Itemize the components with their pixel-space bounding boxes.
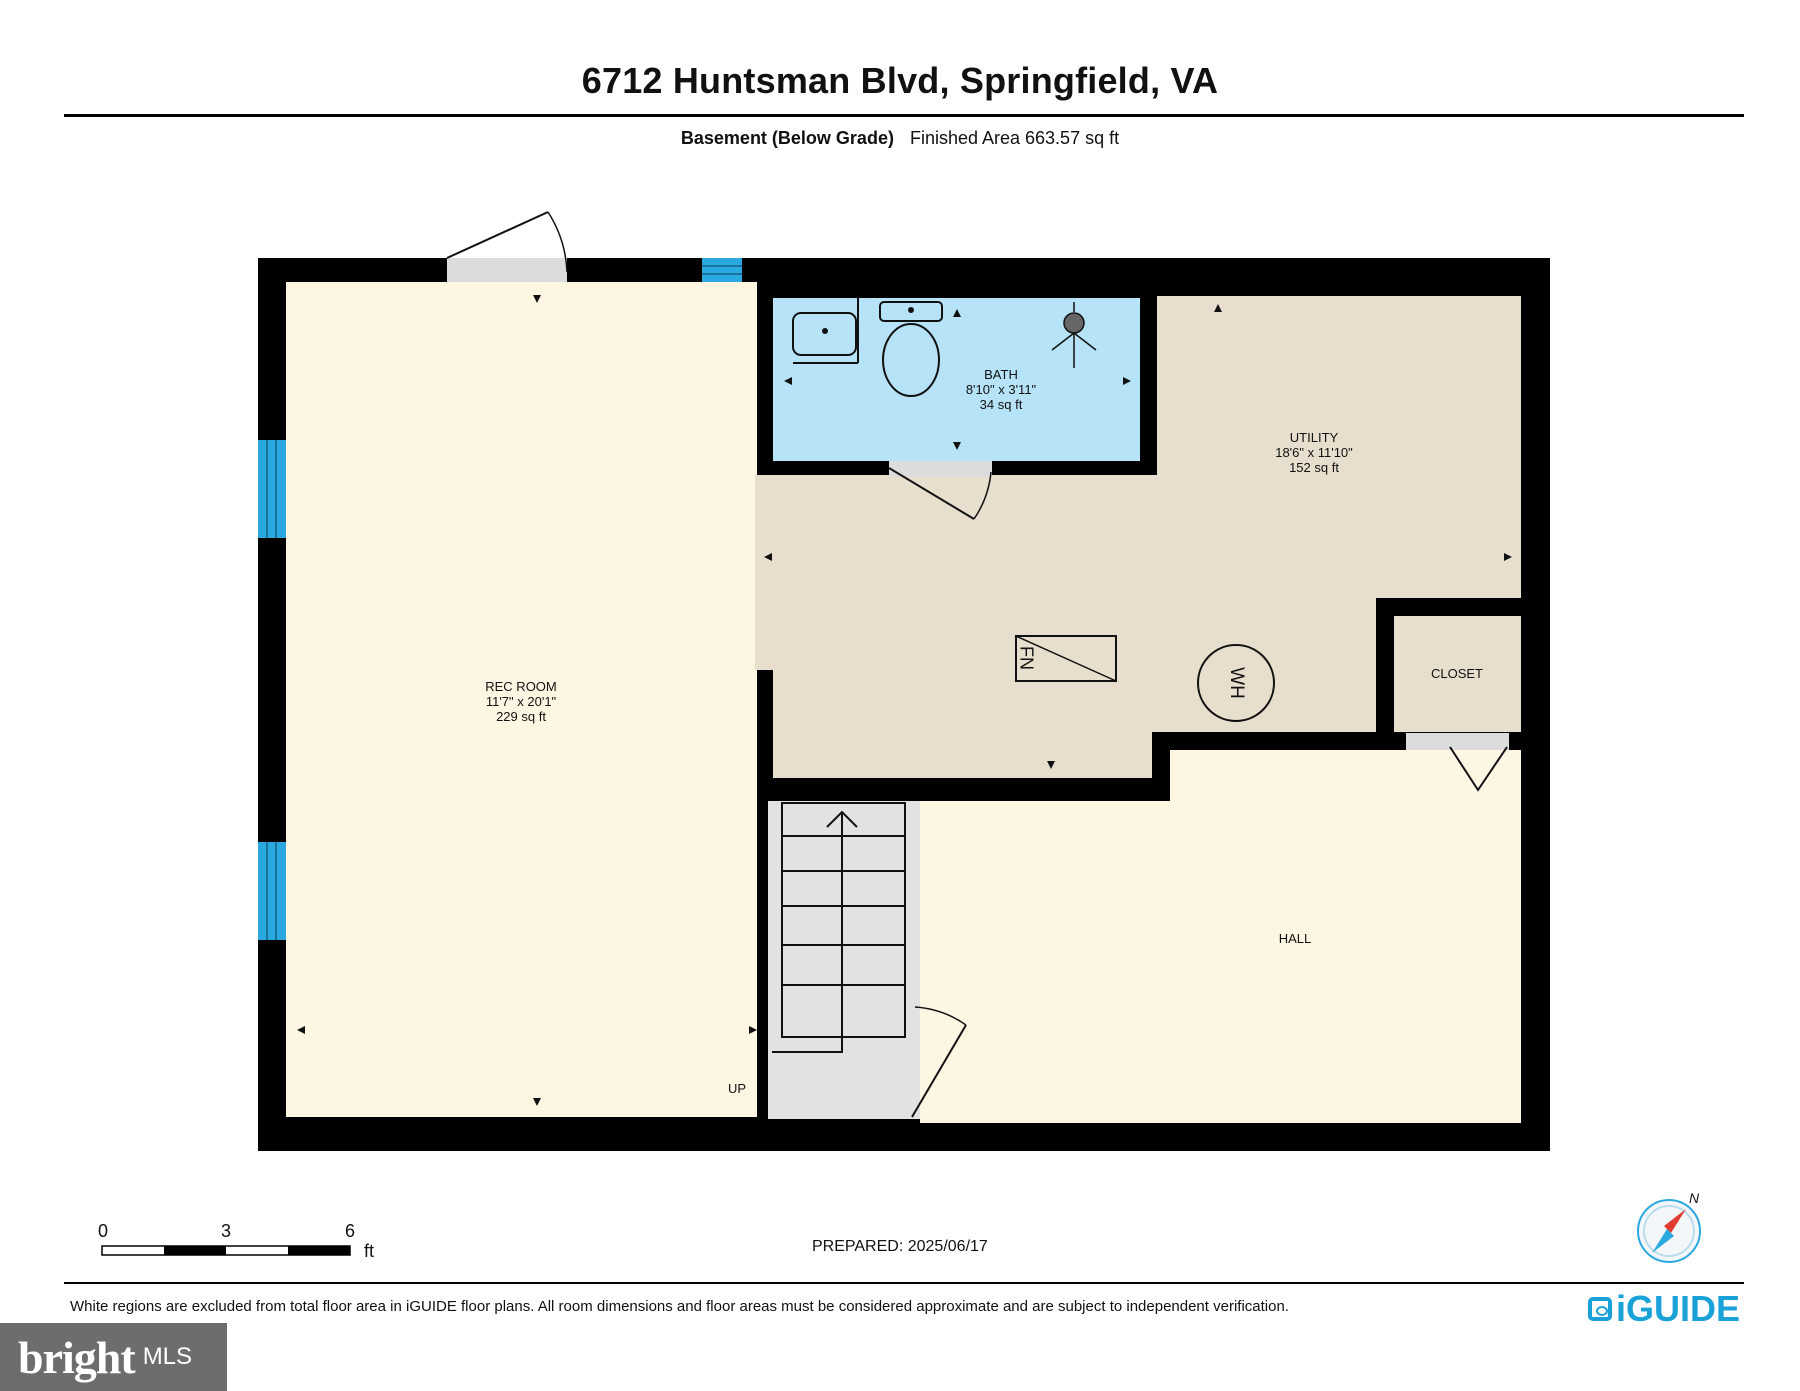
- iguide-logo-icon: [1588, 1297, 1612, 1321]
- page-title: 6712 Huntsman Blvd, Springfield, VA: [581, 60, 1219, 101]
- stair-landing-opening: [768, 1117, 920, 1119]
- svg-text:229 sq ft: 229 sq ft: [496, 709, 546, 724]
- water-heater-label: WH: [1226, 667, 1247, 699]
- svg-text:11'7" x 20'1": 11'7" x 20'1": [486, 694, 557, 709]
- prepared-date: PREPARED: 2025/06/17: [812, 1238, 988, 1255]
- exterior-door-opening: [447, 258, 567, 282]
- bath-label: BATH 8'10" x 3'11" 34 sq ft: [966, 367, 1037, 412]
- disclaimer-text: White regions are excluded from total fl…: [70, 1298, 1289, 1315]
- svg-text:8'10" x 3'11": 8'10" x 3'11": [966, 382, 1037, 397]
- stair-door-leaf: [911, 1024, 967, 1118]
- bath-door-swing: [973, 471, 992, 520]
- utility-label: UTILITY 18'6" x 11'10" 152 sq ft: [1275, 430, 1353, 475]
- svg-text:18'6" x 11'10": 18'6" x 11'10": [1275, 445, 1353, 460]
- window-top-lines: [702, 265, 742, 275]
- closet-floor: [1394, 616, 1521, 732]
- scale-tick-6: 6: [345, 1221, 356, 1241]
- hall-label: HALL: [1279, 931, 1312, 946]
- utility-opening: [755, 475, 775, 670]
- svg-text:UTILITY: UTILITY: [1290, 430, 1339, 445]
- bright-mls-watermark: bright MLS: [0, 1323, 227, 1391]
- stair-treads: [781, 802, 906, 1038]
- scale-tick-3: 3: [221, 1221, 232, 1241]
- scale-tick-0: 0: [98, 1221, 109, 1241]
- stairs-up-label: UP: [728, 1081, 746, 1096]
- scale-unit: ft: [364, 1241, 375, 1261]
- shower-drain-icon: [1051, 302, 1097, 368]
- closet-door-opening: [1406, 733, 1509, 750]
- rec-room-floor: [286, 282, 757, 1117]
- bath-floor: [773, 298, 1140, 461]
- toilet-bowl-icon: [882, 323, 940, 397]
- svg-text:34 sq ft: 34 sq ft: [980, 397, 1023, 412]
- stairs-floor: [768, 801, 920, 1117]
- exterior-door-swing: [547, 211, 568, 273]
- floor-subtitle: Basement (Below Grade) Finished Area 663.…: [0, 128, 1800, 149]
- svg-text:BATH: BATH: [984, 367, 1018, 382]
- iguide-logo-text: iGUIDE: [1616, 1288, 1741, 1329]
- window-left-upper-lines: [266, 440, 277, 538]
- dimension-arrows: [297, 295, 1512, 1106]
- scale-bar: [101, 1245, 351, 1256]
- rec-room-label: REC ROOM 11'7" x 20'1" 229 sq ft: [485, 679, 557, 724]
- window-left-lower-lines: [266, 842, 277, 940]
- svg-text:N: N: [1689, 1190, 1700, 1206]
- bath-door-opening: [889, 461, 992, 477]
- window-left-upper: [258, 440, 286, 538]
- floor-level-label: Basement (Below Grade): [680, 128, 894, 148]
- hall-floor: [920, 750, 1521, 1123]
- svg-text:152 sq ft: 152 sq ft: [1289, 460, 1339, 475]
- water-heater-icon: [1197, 644, 1275, 722]
- svg-text:REC ROOM: REC ROOM: [485, 679, 557, 694]
- sink-icon: [792, 312, 857, 356]
- stair-direction-arrow: [772, 812, 843, 1053]
- furnace-label: FN: [1016, 646, 1036, 670]
- window-top: [702, 258, 742, 282]
- footer-divider: [64, 1282, 1744, 1284]
- closet-bifold-door: [1449, 746, 1508, 792]
- furnace-icon: [1015, 635, 1117, 682]
- exterior-door-leaf: [446, 211, 549, 259]
- stair-arrowhead: [826, 810, 858, 828]
- watermark-suffix: MLS: [142, 1343, 193, 1370]
- title-divider: [64, 114, 1744, 117]
- stair-door-swing: [914, 1006, 967, 1026]
- toilet-tank-icon: [879, 301, 943, 322]
- window-left-lower: [258, 842, 286, 940]
- closet-label: CLOSET: [1431, 666, 1483, 681]
- finished-area-label: Finished Area 663.57 sq ft: [909, 128, 1120, 148]
- iguide-logo: iGUIDE: [1588, 1288, 1740, 1330]
- watermark-brand: bright: [18, 1331, 136, 1383]
- utility-floor: [773, 296, 1521, 778]
- compass-icon: N: [1637, 1190, 1701, 1263]
- bath-door-leaf: [888, 467, 975, 520]
